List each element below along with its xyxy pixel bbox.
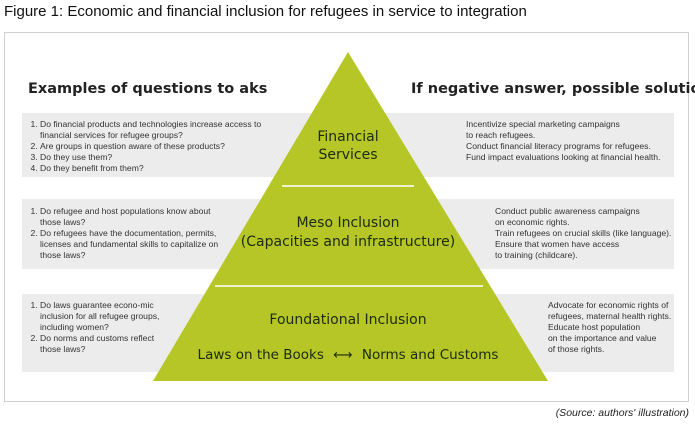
- bottom-solution-line: refugees, maternal health rights.: [548, 311, 672, 321]
- bottom-solution-line: on the importance and value: [548, 333, 657, 343]
- bottom-solution-line: of those rights.: [548, 344, 605, 354]
- double-arrow-icon: ⟷: [333, 347, 353, 363]
- pyramid-shape: [153, 52, 548, 381]
- laws-label: Laws on the Books: [197, 347, 324, 363]
- middle-question-item: Do refugee and host populations know abo…: [40, 206, 228, 228]
- middle-solution-line: Train refugees on crucial skills (like l…: [495, 228, 672, 238]
- tier-bottom-labels: Laws on the Books ⟷ Norms and Customs: [180, 347, 516, 363]
- tier-middle-title: Meso Inclusion (Capacities and infrastru…: [218, 214, 478, 252]
- bottom-solutions: Advocate for economic rights of refugees…: [548, 300, 671, 355]
- top-solution-line: to reach refugees.: [466, 130, 536, 140]
- source-note: (Source: authors' illustration): [555, 407, 689, 419]
- top-solution-line: Incentivize special marketing campaigns: [466, 119, 620, 129]
- middle-solution-line: on economic rights.: [495, 217, 570, 227]
- right-heading: If negative answer, possible solution: [411, 81, 695, 97]
- figure-caption: Figure 1: Economic and financial inclusi…: [4, 3, 527, 20]
- bottom-question-item: Do laws guarantee econo-mic inclusion fo…: [40, 300, 168, 333]
- top-solutions: Incentivize special marketing campaigns …: [466, 119, 660, 163]
- norms-label: Norms and Customs: [361, 347, 499, 363]
- middle-solutions: Conduct public awareness campaigns on ec…: [495, 206, 671, 261]
- tier-top-title: Financial Services: [268, 128, 428, 164]
- bottom-question-item: Do norms and customs reflect those laws?: [40, 333, 168, 355]
- tier-middle-title-line2: (Capacities and infrastructure): [240, 234, 456, 250]
- top-questions: Do financial products and technologies i…: [28, 119, 263, 174]
- top-solution-line: Conduct financial literacy programs for …: [466, 141, 651, 151]
- tier-bottom-title: Foundational Inclusion: [269, 312, 427, 328]
- middle-solution-line: Conduct public awareness campaigns: [495, 206, 640, 216]
- tier-middle-title-line1: Meso Inclusion: [296, 215, 400, 231]
- tier-top-title-line1: Financial: [317, 129, 379, 145]
- top-question-item: Are groups in question aware of these pr…: [40, 141, 263, 152]
- tier-top-title-line2: Services: [318, 147, 378, 163]
- middle-solution-line: Ensure that women have access: [495, 239, 620, 249]
- bottom-solution-line: Advocate for economic rights of: [548, 300, 669, 310]
- middle-question-item: Do refugees have the documentation, perm…: [40, 228, 228, 261]
- top-question-item: Do they benefit from them?: [40, 163, 263, 174]
- top-question-item: Do they use them?: [40, 152, 263, 163]
- bottom-questions: Do laws guarantee econo-mic inclusion fo…: [28, 300, 168, 355]
- bottom-solution-line: Educate host population: [548, 322, 641, 332]
- top-question-item: Do financial products and technologies i…: [40, 119, 263, 141]
- middle-questions: Do refugee and host populations know abo…: [28, 206, 228, 261]
- left-heading: Examples of questions to aks: [28, 81, 268, 97]
- top-solution-line: Fund impact evaluations looking at finan…: [466, 152, 661, 162]
- middle-solution-line: to training (childcare).: [495, 250, 578, 260]
